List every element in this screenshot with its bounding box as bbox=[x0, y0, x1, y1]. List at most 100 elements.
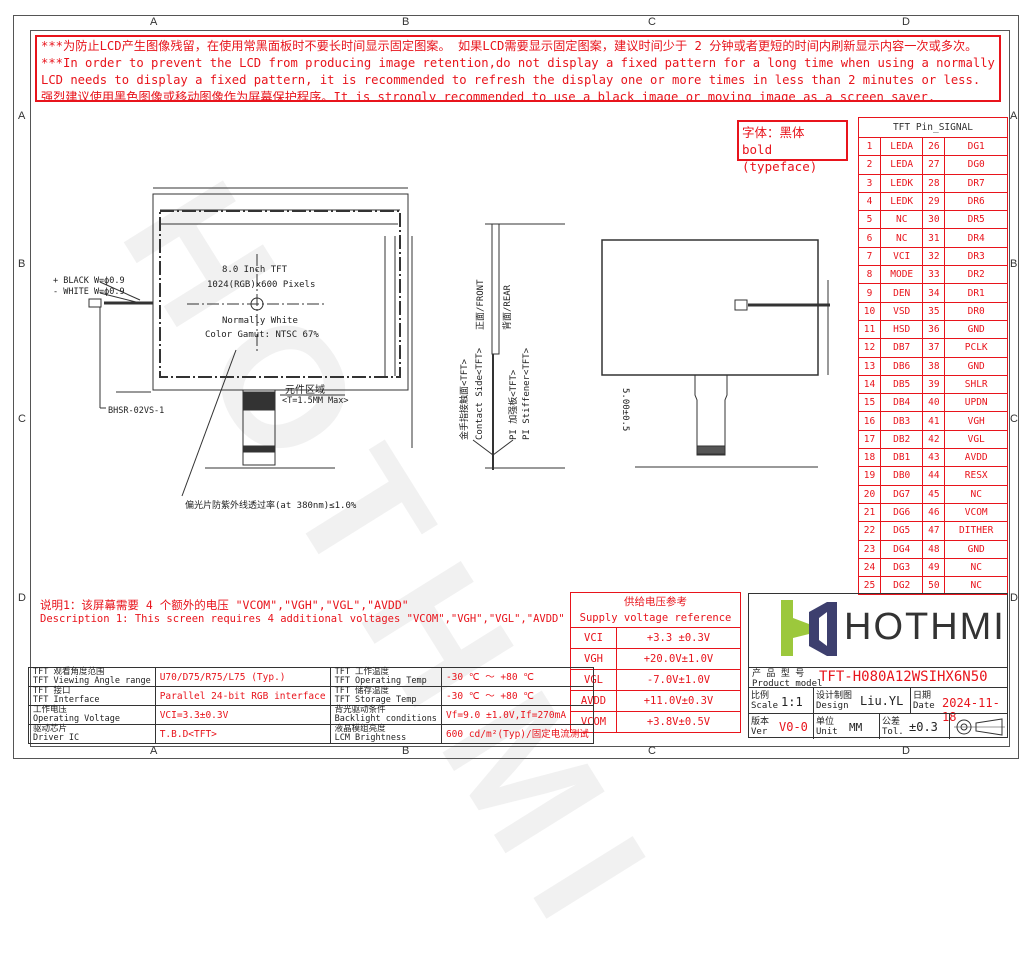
pin-number: 32 bbox=[922, 246, 946, 267]
stiffener-en: PI Stiffener<TFT> bbox=[522, 347, 532, 440]
spec-label-en: TFT Interface bbox=[33, 695, 100, 705]
pin-number: 36 bbox=[922, 319, 946, 340]
pin-signal: DB4 bbox=[880, 393, 924, 413]
ver-value: V0-0 bbox=[779, 720, 808, 734]
scale-label-en: Scale bbox=[751, 701, 779, 711]
pin-signal: MODE bbox=[880, 265, 924, 285]
supply-row: VGL-7.0V±1.0V bbox=[570, 669, 741, 691]
spec-label-cn: 液晶模组亮度 bbox=[334, 724, 386, 734]
pin-signal: DR1 bbox=[944, 283, 1008, 303]
pin-signal: VGL bbox=[944, 429, 1008, 450]
grid-row-a: A bbox=[18, 110, 26, 122]
front-label: 正面/FRONT bbox=[476, 279, 486, 330]
grid-row-c: C bbox=[18, 413, 26, 425]
pin-signal: DR7 bbox=[944, 173, 1008, 193]
pin-number: 44 bbox=[922, 466, 946, 486]
grid-col-b: B bbox=[402, 16, 410, 28]
pin-signal: DB5 bbox=[880, 374, 924, 395]
pin-signal: AVDD bbox=[944, 448, 1008, 468]
pin-number: 14 bbox=[857, 374, 882, 395]
grid-row-b: B bbox=[18, 258, 26, 270]
projection-symbol-icon bbox=[954, 718, 1005, 736]
designer: Liu.YL bbox=[860, 694, 904, 708]
pin-number: 3 bbox=[857, 173, 882, 193]
pin-number: 47 bbox=[922, 521, 946, 541]
spec-value: VCI=3.3±0.3V bbox=[159, 709, 229, 721]
description-en: Description 1: This screen requires 4 ad… bbox=[40, 613, 565, 625]
spec-label-cn: TFT 储存温度 bbox=[334, 686, 390, 696]
spec-value: -30 ℃ ～ +80 ℃ bbox=[445, 690, 534, 702]
pin-signal: PCLK bbox=[944, 338, 1008, 358]
spec-label-en: TFT Operating Temp bbox=[334, 676, 427, 686]
pin-number: 42 bbox=[922, 429, 946, 450]
pin-number: 38 bbox=[922, 356, 946, 376]
pin-signal: SHLR bbox=[944, 374, 1008, 395]
model-label-cn: 产 品 型 号 bbox=[752, 669, 805, 679]
spec-label-en: TFT Viewing Angle range bbox=[33, 676, 151, 686]
pin-signal: UPDN bbox=[944, 393, 1008, 413]
warning-line-2: ***In order to prevent the LCD from prod… bbox=[41, 56, 999, 70]
pin-signal: DR4 bbox=[944, 228, 1008, 248]
pin-signal: HSD bbox=[880, 319, 924, 340]
design-label-en: Design bbox=[816, 701, 849, 711]
pin-signal: DG1 bbox=[944, 136, 1008, 157]
pin-number: 9 bbox=[857, 283, 882, 303]
grid-col-a: A bbox=[150, 16, 158, 28]
scale-label-cn: 比例 bbox=[751, 691, 770, 701]
image-retention-warning: ***为防止LCD产生图像残留，在使用常黑面板时不要长时间显示固定图案。 如果L… bbox=[35, 35, 1001, 102]
wire-white-label: - WHITE W=ϕ0.9 bbox=[53, 287, 125, 297]
pin-signal: DR6 bbox=[944, 191, 1008, 212]
fpc-stiffener bbox=[243, 445, 275, 453]
supply-row: AVDD+11.0V±0.3V bbox=[570, 690, 741, 712]
supply-row: VCOM+3.8V±0.5V bbox=[570, 711, 741, 733]
spec-label-en: Driver IC bbox=[33, 733, 80, 743]
typeface-note: 字体：黑体 bold (typeface) bbox=[737, 120, 848, 174]
design-label-cn: 设计制图 bbox=[816, 691, 853, 701]
pin-signal: GND bbox=[944, 319, 1008, 340]
pin-number: 12 bbox=[857, 338, 882, 358]
model-label-en: Product model bbox=[752, 679, 823, 689]
pin-number: 8 bbox=[857, 265, 882, 285]
supply-row: VCI+3.3 ±0.3V bbox=[570, 627, 741, 649]
pin-number: 34 bbox=[922, 283, 946, 303]
component-area-mark bbox=[243, 391, 275, 411]
pin-number: 29 bbox=[922, 191, 946, 212]
pin-signal: DR2 bbox=[944, 265, 1008, 285]
pin-signal: DG0 bbox=[944, 155, 1008, 175]
pin-signal: NC bbox=[880, 228, 924, 248]
spec-cell: VCI=3.3±0.3V bbox=[154, 705, 331, 725]
pin-signal: RESX bbox=[944, 466, 1008, 486]
pin-number: 15 bbox=[857, 393, 882, 413]
spec-cell: 600 cd/m²(Typ)/固定电流测试 bbox=[440, 724, 594, 744]
pin-signal: LEDA bbox=[880, 155, 924, 175]
pin-number: 40 bbox=[922, 393, 946, 413]
pin-signal: LEDA bbox=[880, 136, 924, 157]
spec-label-cn: 背光驱动条件 bbox=[334, 705, 386, 715]
pin-signal: VCI bbox=[880, 246, 924, 267]
color-gamut-label: Color Gamut: NTSC 67% bbox=[205, 330, 319, 340]
pin-signal: DB7 bbox=[880, 338, 924, 358]
pin-number: 33 bbox=[922, 265, 946, 285]
stiffener-cn: PI 加强板<TFT> bbox=[509, 369, 519, 440]
pin-number: 35 bbox=[922, 301, 946, 321]
pin-signal: DB6 bbox=[880, 356, 924, 376]
